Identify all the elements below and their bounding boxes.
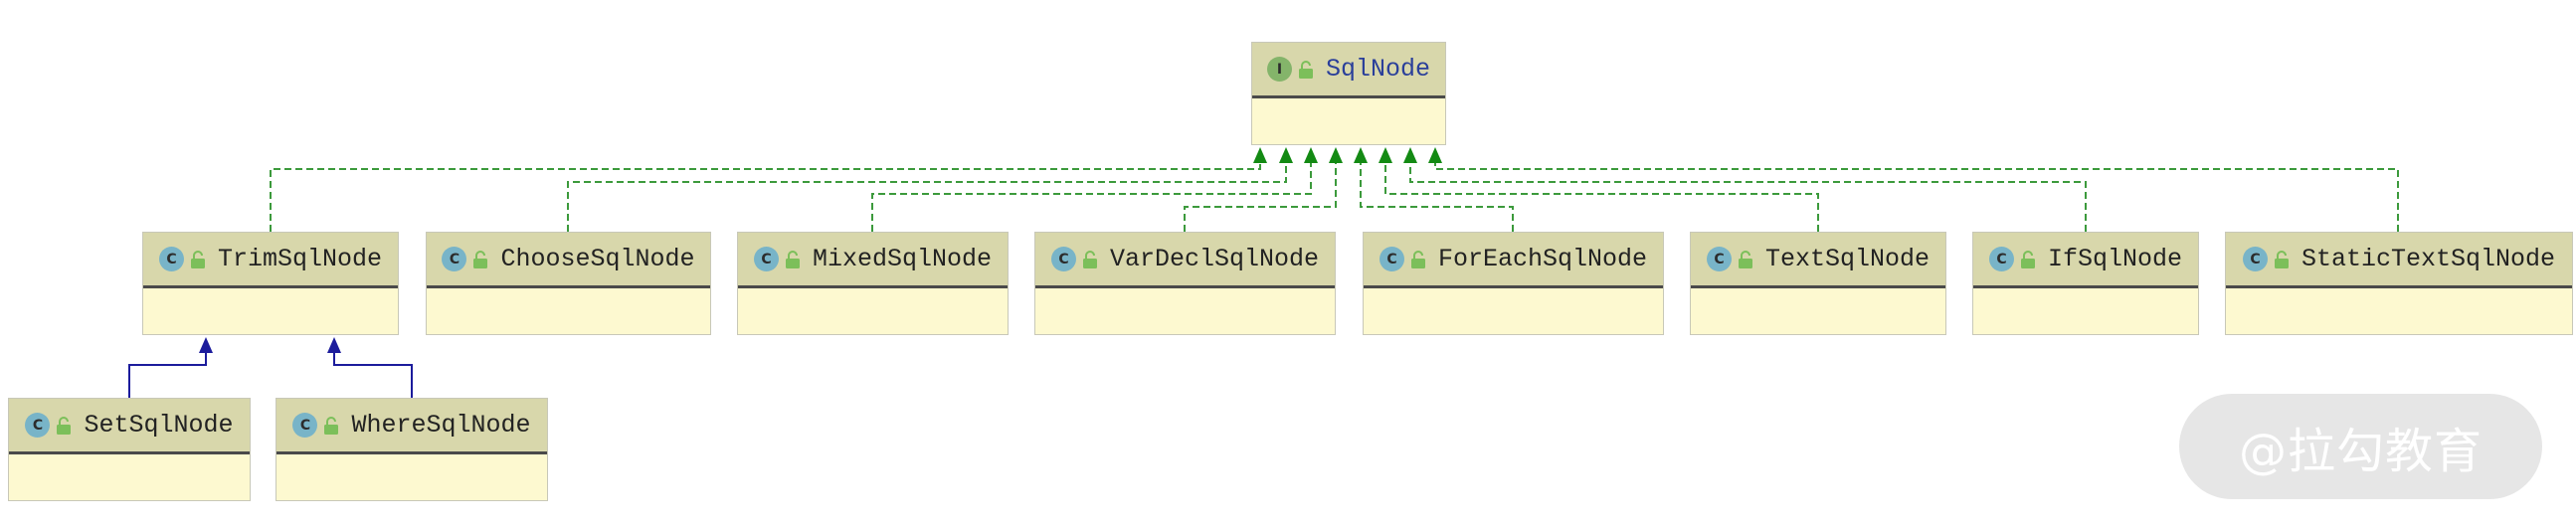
class-c-icon: C [25,413,51,438]
watermark: @拉勾教育 [2179,394,2542,499]
unlock-icon [2020,250,2035,268]
class-node-textsqlnode[interactable]: C TextSqlNode [1690,232,1946,335]
extends-arrowhead [199,337,213,353]
class-title: IfSqlNode [2047,245,2183,273]
implements-edge-if [1409,163,2087,232]
unlock-icon [324,416,339,435]
extends-edge-set [128,353,207,398]
class-c-icon: C [753,247,779,271]
class-title: WhereSqlNode [351,411,531,440]
class-node-wheresqlnode[interactable]: C WhereSqlNode [276,398,548,501]
implements-edge-foreach [1360,163,1514,232]
class-c-icon: C [1050,247,1076,271]
class-title: StaticTextSqlNode [2300,245,2556,273]
unlock-icon [57,416,72,435]
extends-arrowhead [327,337,341,353]
interface-title: SqlNode [1325,55,1431,84]
implements-edge-mixed [871,163,1312,232]
unlock-icon [785,250,800,268]
implements-arrowhead [1354,147,1368,163]
class-node-statictextsqlnode[interactable]: C StaticTextSqlNode [2225,232,2573,335]
class-node-mixedsqlnode[interactable]: C MixedSqlNode [737,232,1009,335]
class-node-foreachsqlnode[interactable]: C ForEachSqlNode [1363,232,1664,335]
class-title: SetSqlNode [84,411,234,440]
class-node-ifsqlnode[interactable]: C IfSqlNode [1972,232,2199,335]
class-title: TextSqlNode [1764,245,1931,273]
implements-arrowhead [1379,147,1392,163]
implements-arrowhead [1253,147,1267,163]
implements-edge-trim [270,163,1261,232]
implements-arrowhead [1279,147,1293,163]
class-node-vardeclsqlnode[interactable]: C VarDeclSqlNode [1034,232,1336,335]
implements-arrowhead [1403,147,1417,163]
implements-edge-text [1384,163,1819,232]
implements-edge-choose [567,163,1287,232]
class-title: TrimSqlNode [217,245,383,273]
class-c-icon: C [292,413,318,438]
implements-arrowhead [1329,147,1343,163]
unlock-icon [1410,250,1425,268]
unlock-icon [190,250,205,268]
unlock-icon [1298,60,1313,79]
class-node-setsqlnode[interactable]: C SetSqlNode [8,398,251,501]
implements-arrowhead [1428,147,1442,163]
unlock-icon [1738,250,1752,268]
interface-i-icon: I [1266,57,1292,82]
implements-arrowhead [1304,147,1318,163]
implements-edge-vardecl [1184,163,1337,232]
class-c-icon: C [158,247,184,271]
extends-edge-where [333,353,413,398]
unlock-icon [473,250,488,268]
class-title: VarDeclSqlNode [1109,245,1320,273]
class-title: ChooseSqlNode [500,245,695,273]
class-c-icon: C [1988,247,2014,271]
interface-node-sqlnode[interactable]: I SqlNode [1251,42,1446,145]
class-c-icon: C [1706,247,1732,271]
class-c-icon: C [442,247,467,271]
implements-edge-statictext [1434,163,2399,232]
class-title: MixedSqlNode [812,245,993,273]
class-node-trimsqlnode[interactable]: C TrimSqlNode [142,232,399,335]
relationship-edges [128,147,2399,398]
class-c-icon: C [2242,247,2268,271]
class-title: ForEachSqlNode [1437,245,1648,273]
unlock-icon [2274,250,2289,268]
unlock-icon [1082,250,1097,268]
class-c-icon: C [1379,247,1404,271]
class-node-choosesqlnode[interactable]: C ChooseSqlNode [426,232,711,335]
